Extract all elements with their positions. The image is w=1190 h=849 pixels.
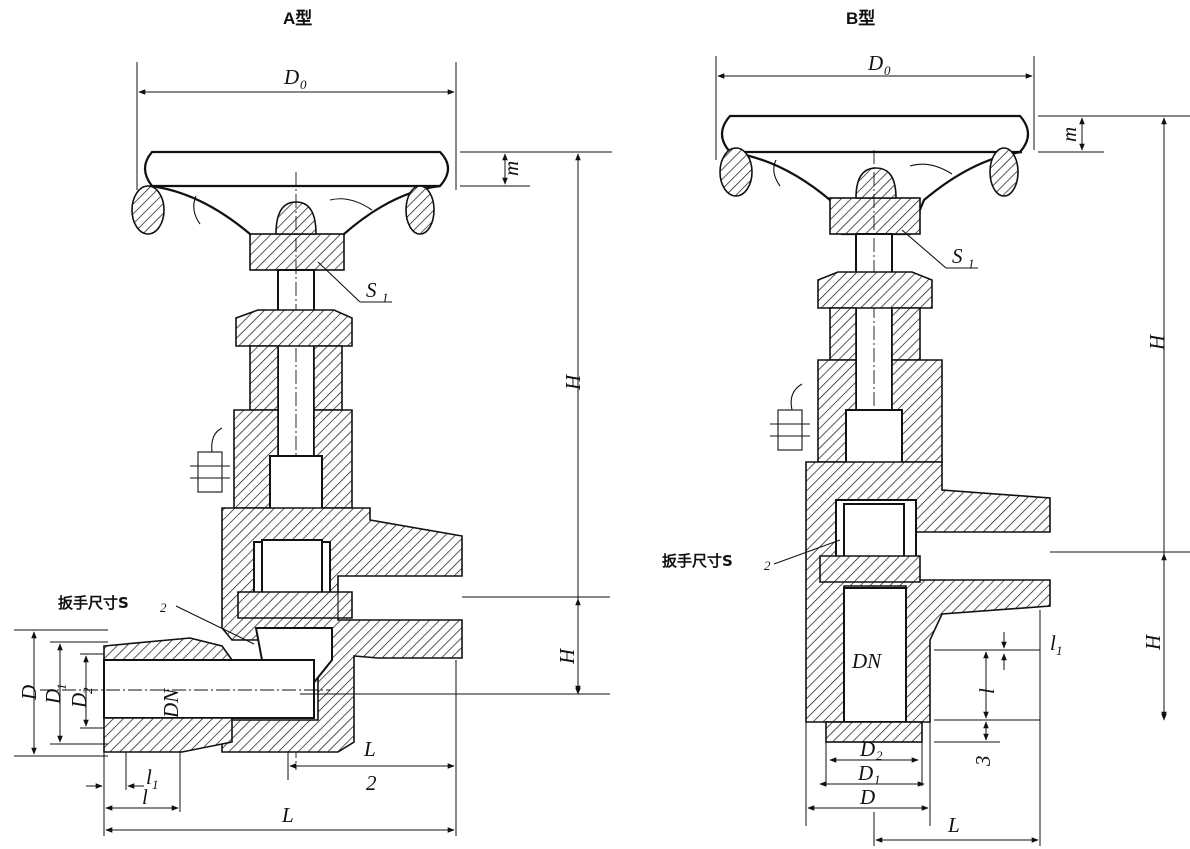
a-label-L2-num: L: [363, 737, 376, 761]
svg-text:1: 1: [1056, 643, 1063, 658]
a-bonnet: [190, 309, 353, 517]
a-label-h: H: [561, 373, 585, 391]
b-label-s1: S: [952, 244, 963, 268]
b-dim-m: m: [1038, 115, 1190, 153]
b-leader-s1: S 1: [901, 229, 978, 271]
a-handwheel: [131, 150, 450, 271]
a-dim-d0: D 0: [136, 62, 457, 190]
svg-text:2: 2: [876, 748, 883, 763]
svg-text:2: 2: [160, 600, 167, 615]
a-label-l1: l: [146, 765, 152, 789]
svg-text:2: 2: [80, 687, 95, 694]
b-label-3: 3: [971, 756, 995, 768]
b-dim-bottom: D 2 D 1 D L: [805, 610, 1041, 846]
svg-text:0: 0: [300, 77, 307, 92]
a-inlet: [103, 637, 315, 753]
a-label-dn: DN: [159, 688, 183, 719]
view-type-a: A型 D 0 m: [14, 8, 612, 836]
b-handwheel: [719, 114, 1030, 236]
b-dim-h1: H: [1050, 551, 1190, 719]
svg-text:0: 0: [884, 63, 891, 78]
b-valve-body: [805, 461, 1051, 743]
a-label-s2: 扳手尺寸S: [58, 594, 129, 612]
b-label-s2: 扳手尺寸S: [662, 552, 733, 570]
b-label-d1: D: [857, 761, 873, 785]
view-type-b: B型 D 0 m: [662, 8, 1190, 846]
a-dim-diameters: D D 1 D 2 DN: [14, 629, 330, 757]
b-label-h: H: [1145, 333, 1169, 351]
b-label-d: D: [859, 785, 875, 809]
b-label-L: L: [947, 813, 960, 837]
a-leader-s1: S 1: [317, 261, 392, 305]
a-label-L2-den: 2: [366, 771, 377, 795]
a-dim-h: H: [561, 153, 585, 695]
b-leader-s2: 扳手尺寸S 2: [662, 539, 841, 573]
b-label-m: m: [1057, 127, 1081, 142]
a-label-d: D: [17, 685, 41, 701]
b-label-l: l: [975, 688, 999, 694]
a-label-m: m: [499, 161, 523, 176]
b-label-dn: DN: [851, 649, 882, 673]
svg-text:1: 1: [874, 772, 881, 787]
a-dim-h1: H: [300, 596, 610, 695]
a-label-d2: D: [67, 693, 91, 709]
a-label-l: l: [142, 785, 148, 809]
svg-text:1: 1: [54, 684, 69, 691]
b-dim-right-lengths: l l 1 3: [934, 631, 1063, 767]
svg-text:1: 1: [382, 290, 389, 305]
a-label-h1: H: [555, 647, 579, 665]
svg-text:1: 1: [152, 777, 159, 792]
b-dim-h: H: [1145, 117, 1169, 721]
a-label-d1: D: [41, 689, 65, 705]
a-dim-lengths: l 1 l L L 2: [86, 660, 457, 836]
b-label-h1: H: [1141, 633, 1165, 651]
svg-text:2: 2: [764, 558, 771, 573]
a-dim-m: m: [460, 151, 612, 187]
type-b-title: B型: [846, 8, 875, 28]
b-label-d0: D: [867, 51, 883, 75]
b-label-d2: D: [859, 737, 875, 761]
a-leader-s2: 扳手尺寸S 2: [58, 594, 255, 645]
b-dim-d0: D 0: [715, 51, 1035, 160]
svg-text:1: 1: [968, 256, 975, 271]
b-label-l1: l: [1050, 631, 1056, 655]
a-label-L: L: [281, 803, 294, 827]
a-label-s1: S: [366, 278, 377, 302]
a-label-d0: D: [283, 65, 299, 89]
type-a-title: A型: [283, 8, 312, 28]
